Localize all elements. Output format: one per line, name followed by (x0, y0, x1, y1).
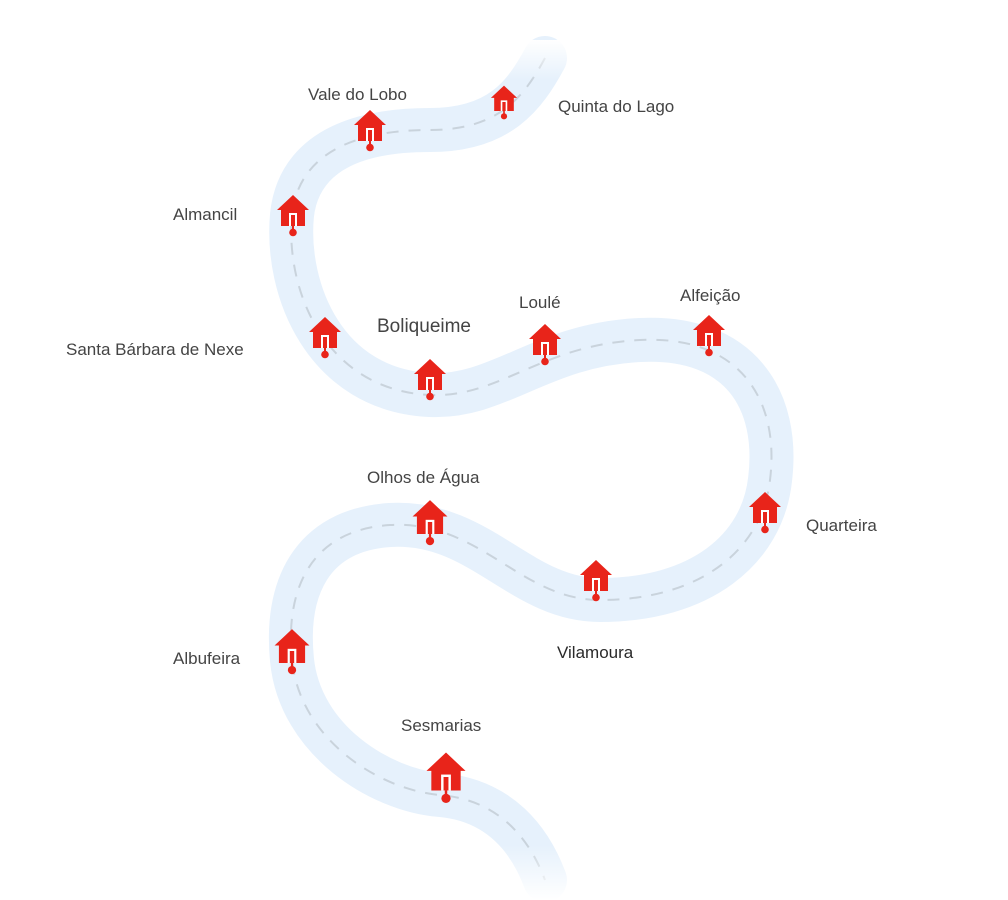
house-pin-icon[interactable] (747, 490, 783, 534)
place-label-almancil: Almancil (173, 205, 238, 224)
house-pin-icon[interactable] (275, 193, 311, 237)
place-label-santa-barbara-de-nexe: Santa Bárbara de Nexe (66, 340, 244, 359)
house-pin-icon[interactable] (410, 498, 450, 546)
place-label-quinta-do-lago: Quinta do Lago (558, 97, 675, 116)
place-label-loule: Loulé (519, 293, 561, 312)
house-pin-icon[interactable] (527, 322, 563, 366)
house-pin-icon[interactable] (578, 558, 614, 602)
house-pin-icon[interactable] (412, 357, 448, 401)
place-label-albufeira: Albufeira (173, 649, 241, 668)
place-label-alfeicao: Alfeição (680, 286, 741, 305)
house-pin-icon[interactable] (424, 750, 468, 804)
winding-road (268, 36, 794, 900)
house-pin-icon[interactable] (272, 627, 312, 675)
place-label-quarteira: Quarteira (806, 516, 877, 535)
house-pin-icon[interactable] (691, 313, 727, 357)
place-label-boliqueime: Boliqueime (377, 316, 471, 337)
house-pin-icon[interactable] (307, 315, 343, 359)
house-pin-icon[interactable] (489, 84, 519, 120)
place-label-olhos-de-agua: Olhos de Água (367, 468, 480, 487)
house-pin-icon[interactable] (352, 108, 388, 152)
place-label-sesmarias: Sesmarias (401, 716, 482, 735)
road-center-line (289, 57, 773, 881)
place-label-vale-do-lobo: Vale do Lobo (308, 85, 407, 104)
place-label-vilamoura: Vilamoura (557, 643, 634, 662)
